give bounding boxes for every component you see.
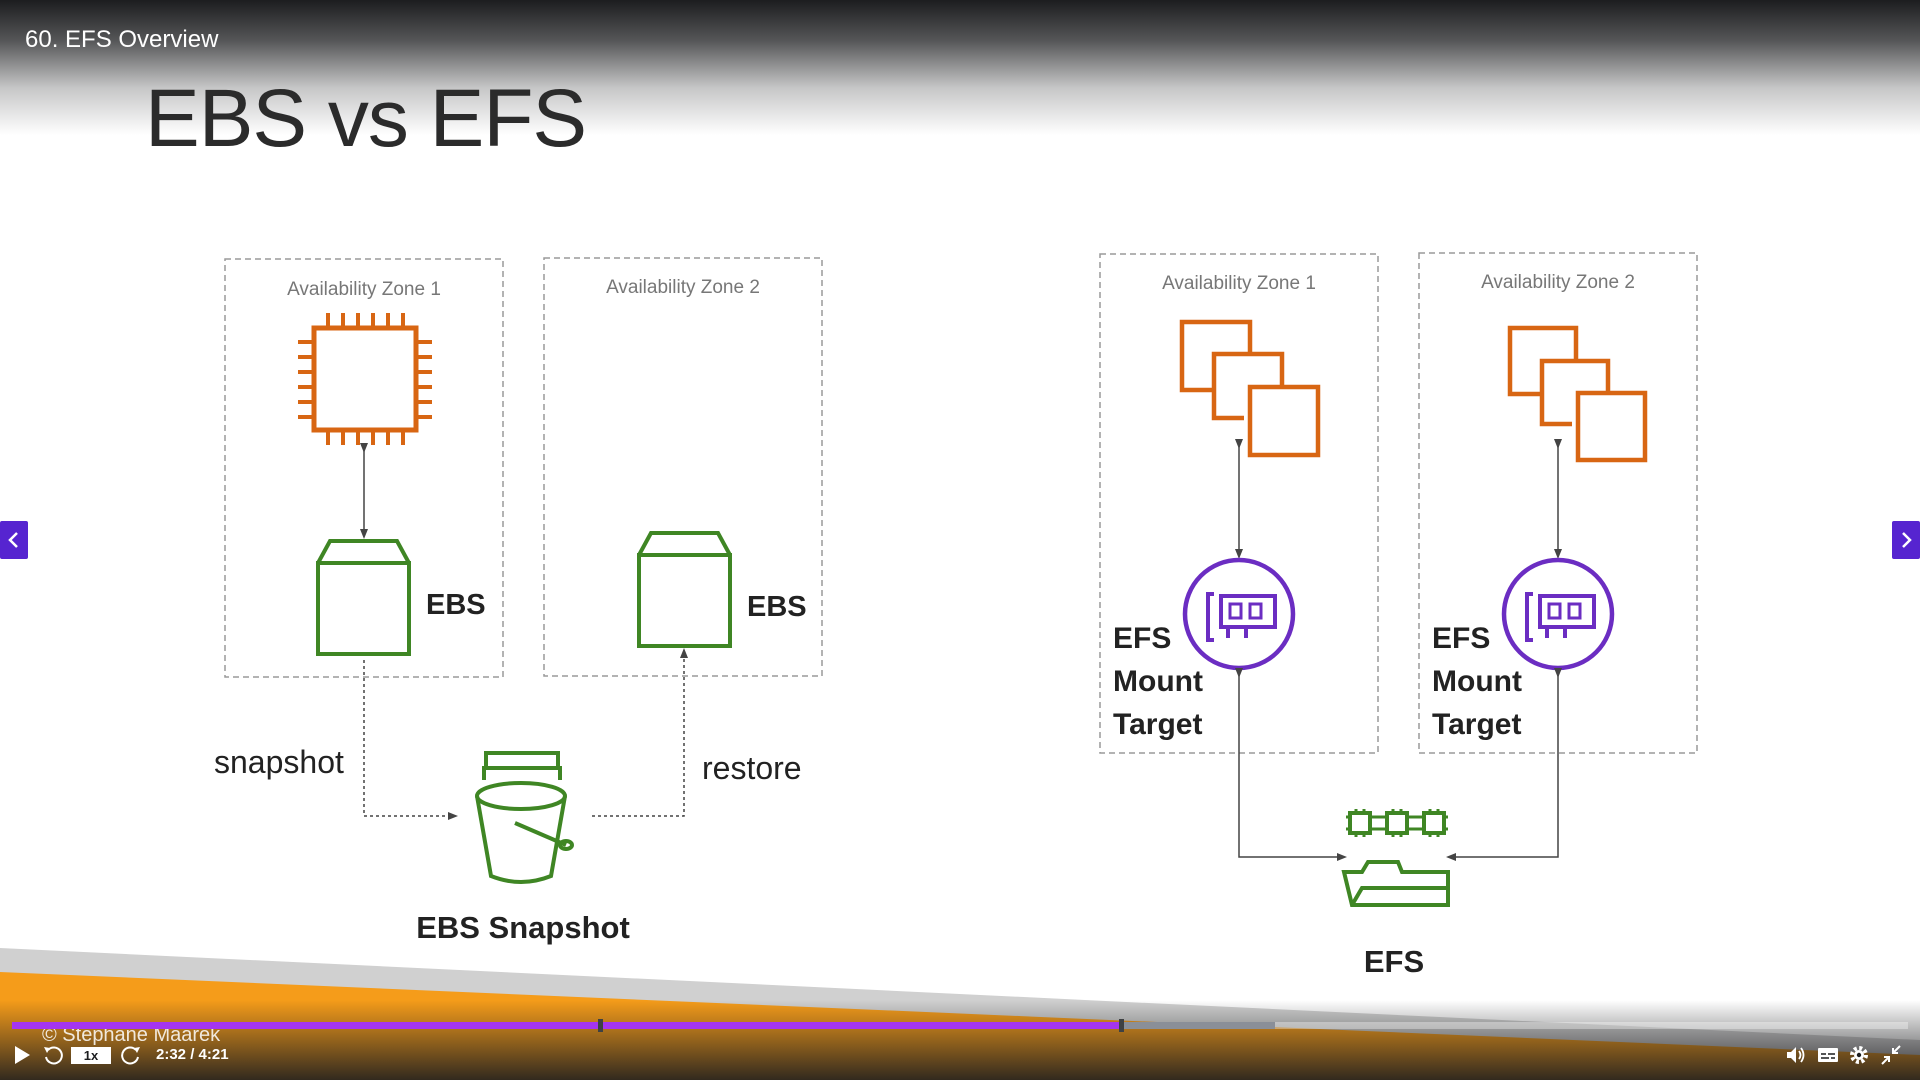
ebs-az2-label: Availability Zone 2: [606, 277, 760, 298]
slide-title: EBS vs EFS: [145, 73, 587, 164]
efs-label: EFS: [1364, 944, 1424, 979]
chevron-left-icon: [8, 532, 18, 548]
fullscreen-exit-button[interactable]: [1880, 1044, 1902, 1071]
ebs-volume-icon: [637, 531, 732, 648]
copyright-text: © Stephane Maarek: [42, 1024, 221, 1046]
rewind-icon: [44, 1046, 63, 1065]
play-icon: [15, 1046, 30, 1064]
restore-label: restore: [702, 750, 802, 786]
volume-icon: [1787, 1047, 1805, 1063]
forward-button[interactable]: [120, 1044, 142, 1071]
snapshot-label: snapshot: [214, 744, 344, 780]
efs-mount-link-2: [1446, 668, 1562, 861]
efs-mount-target-icon: [1501, 557, 1615, 671]
mount-target-label-1-line3: Target: [1113, 708, 1202, 741]
player-bottom-shade: [0, 1000, 1920, 1080]
mount-target-label-1-line2: Mount: [1113, 665, 1203, 698]
ec2-instances-icon: [1507, 325, 1648, 463]
efs-mount-target-icon: [1182, 557, 1296, 671]
next-lecture-button[interactable]: [1892, 521, 1920, 559]
efs-file-system-icon: [1341, 809, 1450, 907]
collapse-icon: [1881, 1045, 1901, 1065]
ebs-snapshot-bucket-icon: [475, 751, 574, 884]
forward-icon: [121, 1046, 140, 1065]
ec2-instances-icon: [1179, 319, 1321, 458]
playhead-handle[interactable]: [1119, 1019, 1124, 1032]
efs-mount-link-1: [1235, 668, 1347, 861]
restore-arrow: [592, 648, 688, 817]
efs-az2-box: [1418, 252, 1698, 754]
bookmark-marker[interactable]: [598, 1019, 603, 1032]
efs-az2-label: Availability Zone 2: [1481, 272, 1635, 293]
playback-speed-button[interactable]: 1x: [71, 1047, 111, 1064]
volume-button[interactable]: [1785, 1044, 1807, 1071]
rewind-button[interactable]: [42, 1044, 64, 1071]
mount-target-label-1-line1: EFS: [1113, 622, 1171, 655]
ebs-snapshot-label: EBS Snapshot: [416, 910, 630, 945]
ebs-label-2: EBS: [747, 591, 807, 623]
captions-icon: [1818, 1048, 1838, 1062]
progress-played: [12, 1022, 1122, 1029]
mount-target-label-2-line2: Mount: [1432, 665, 1522, 698]
captions-button[interactable]: [1817, 1044, 1839, 1071]
gear-icon: [1850, 1046, 1868, 1064]
player-top-bar: [0, 0, 1920, 135]
ebs-az2-box: [543, 257, 823, 677]
ebs-volume-icon: [316, 539, 411, 656]
play-button[interactable]: [12, 1044, 32, 1071]
ec2-instance-icon: [298, 313, 432, 445]
previous-lecture-button[interactable]: [0, 521, 28, 559]
ebs-az1-box: [224, 258, 504, 678]
ebs-label-1: EBS: [426, 589, 486, 621]
ebs-az1-label: Availability Zone 1: [287, 279, 441, 300]
lecture-title: 60. EFS Overview: [25, 26, 219, 53]
mount-target-label-2-line1: EFS: [1432, 622, 1490, 655]
time-display: 2:32 / 4:21: [156, 1046, 229, 1063]
chevron-right-icon: [1902, 532, 1912, 548]
efs-az1-label: Availability Zone 1: [1162, 273, 1316, 294]
snapshot-arrow: [363, 660, 458, 820]
mount-target-label-2-line3: Target: [1432, 708, 1521, 741]
settings-button[interactable]: [1848, 1044, 1870, 1071]
